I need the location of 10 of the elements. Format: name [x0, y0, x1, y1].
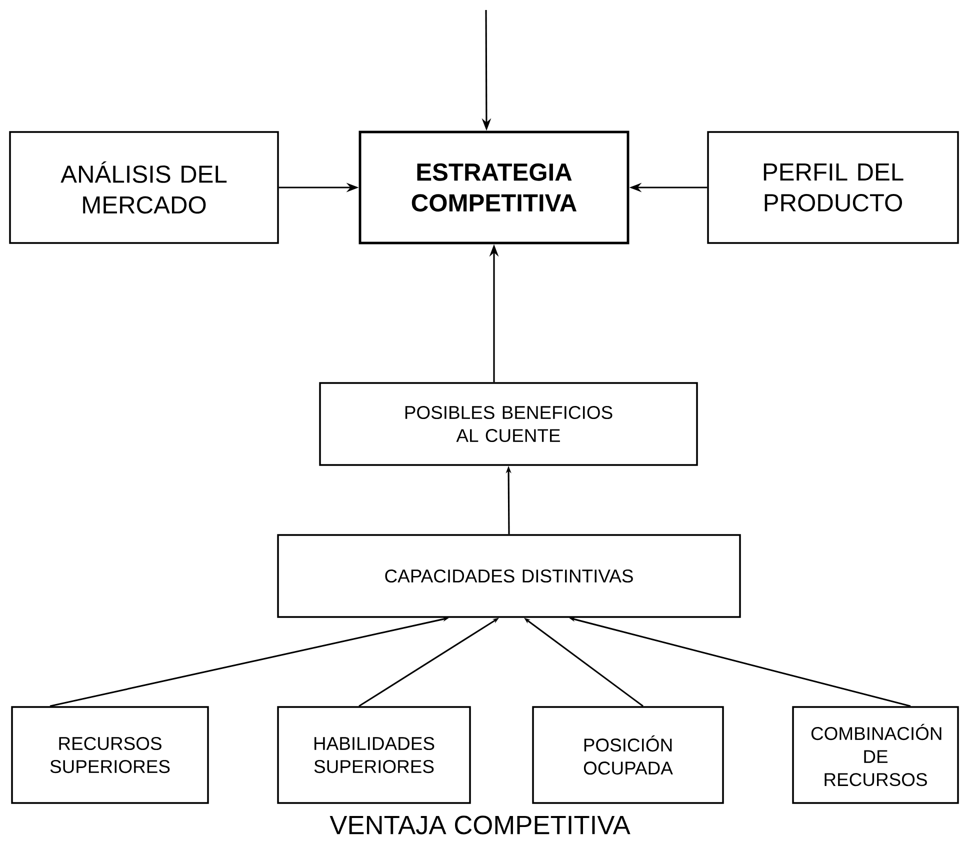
process-box: POSIBLES BENEFICIOS AL CUENTE — [319, 382, 698, 466]
process-box: COMBINACIÓN DE RECURSOS — [792, 706, 959, 804]
process-box: CAPACIDADES DISTINTIVAS — [277, 534, 741, 618]
process-box: PERFIL DEL PRODUCTO — [707, 131, 959, 244]
process-box: ANÁLISIS DEL MERCADO — [9, 131, 279, 244]
caption-text: VENTAJA COMPETITIVA — [330, 816, 630, 834]
process-box: ESTRATEGIA COMPETITIVA — [358, 130, 630, 244]
process-box: POSICIÓN OCUPADA — [532, 706, 724, 804]
process-box: RECURSOS SUPERIORES — [11, 706, 209, 804]
process-box: HABILIDADES SUPERIORES — [277, 706, 471, 804]
